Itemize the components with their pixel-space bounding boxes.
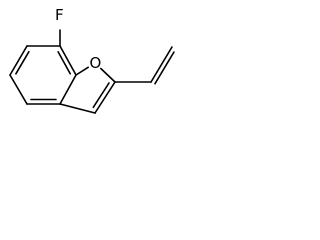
bond-c5-c6 — [9, 45, 28, 76]
bond-c2-c3 — [94, 81, 116, 114]
bond-c5-c6-double — [15, 50, 30, 75]
fluorine-label: F — [55, 6, 64, 24]
bond-c7a-o1 — [75, 66, 89, 76]
aldehyde-group — [114, 46, 175, 85]
furan-ring — [59, 66, 116, 114]
bond-c4-c5 — [9, 74, 28, 105]
bond-cho-o — [150, 46, 173, 83]
structure-diagram: F O — [0, 0, 202, 134]
benzene-ring — [9, 45, 77, 105]
bond-c7-c7a-double — [57, 50, 71, 75]
bond-c2-c3-double — [92, 82, 110, 109]
ring-oxygen-label: O — [90, 54, 102, 72]
bond-c3-c3a — [59, 103, 96, 114]
bond-o1-c2 — [100, 67, 116, 83]
bond-c7-c7a — [59, 45, 77, 76]
background — [0, 0, 202, 134]
bond-c7a-c3a — [59, 74, 77, 105]
bond-cho-o-double — [154, 51, 175, 85]
